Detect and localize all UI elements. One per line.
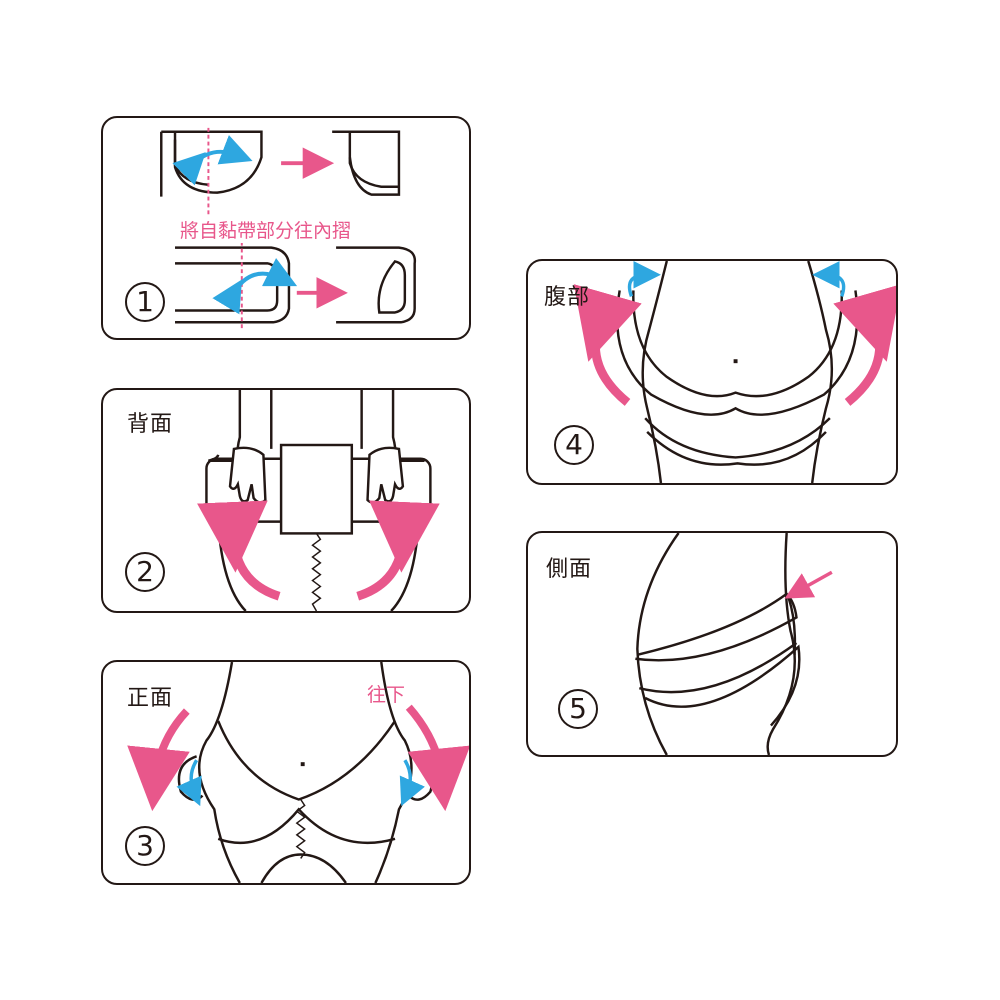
step-3-panel: 正面 往下 3 bbox=[101, 660, 471, 885]
belt-side bbox=[635, 592, 798, 662]
tab-before-bottom bbox=[175, 246, 291, 324]
body-left bbox=[641, 261, 669, 483]
belt-lower bbox=[644, 417, 831, 459]
belt-top bbox=[217, 720, 397, 801]
direction-note: 往下 bbox=[367, 684, 406, 706]
front-view-illustration bbox=[127, 662, 469, 883]
pink-push-arrow-left bbox=[197, 500, 281, 601]
view-label: 背面 bbox=[127, 412, 174, 437]
back-view-illustration bbox=[197, 390, 440, 611]
step-4-panel: 腹部 4 bbox=[526, 259, 898, 485]
view-label: 腹部 bbox=[544, 285, 591, 310]
step-number: 4 bbox=[554, 425, 594, 465]
blue-fold-arrow bbox=[172, 135, 253, 186]
body-right bbox=[807, 261, 833, 483]
side-view-illustration bbox=[635, 533, 833, 755]
blue-fold-arrow-left bbox=[627, 261, 661, 297]
pink-pointer-arrow bbox=[784, 570, 833, 599]
step-2-panel: 背面 2 bbox=[101, 388, 471, 613]
abdomen-view-illustration bbox=[573, 261, 896, 483]
blue-fold-arrow-right bbox=[399, 759, 425, 807]
step-1-panel: 將自黏帶部分往內摺 1 bbox=[101, 116, 471, 340]
left-hand bbox=[228, 446, 267, 504]
pink-down-arrow-right bbox=[405, 704, 469, 812]
step-number: 1 bbox=[125, 282, 165, 322]
zigzag-seam bbox=[295, 799, 306, 859]
body-left bbox=[198, 662, 241, 883]
pink-lift-arrow-left bbox=[573, 284, 642, 406]
blue-fold-arrow-right bbox=[812, 261, 846, 297]
fold-instruction: 將自黏帶部分往內摺 bbox=[178, 216, 354, 243]
view-label: 側面 bbox=[546, 557, 593, 582]
blue-fold-arrow bbox=[212, 257, 298, 315]
step-number: 2 bbox=[125, 552, 165, 592]
tab-before-top bbox=[160, 130, 263, 197]
pink-down-arrow-left bbox=[127, 708, 190, 812]
fold-tab-illustration bbox=[160, 127, 417, 329]
belly-front bbox=[636, 533, 680, 755]
step-number: 3 bbox=[125, 826, 165, 866]
back-curve bbox=[766, 533, 796, 755]
step-5-panel: 側面 5 bbox=[526, 531, 898, 757]
blue-fold-arrow-left bbox=[176, 759, 202, 807]
tab-after-bottom bbox=[336, 246, 417, 324]
view-label: 正面 bbox=[127, 686, 174, 711]
zigzag-seam bbox=[311, 532, 322, 611]
belt-inner bbox=[632, 290, 843, 398]
belt-bottom bbox=[217, 807, 396, 845]
pink-push-arrow-right bbox=[356, 500, 440, 601]
navel bbox=[300, 762, 305, 767]
right-hand bbox=[366, 446, 405, 504]
navel bbox=[733, 359, 738, 364]
pink-lift-arrow-right bbox=[833, 284, 896, 406]
tab-after-top bbox=[332, 130, 401, 196]
back-panel bbox=[279, 443, 354, 535]
step-number: 5 bbox=[558, 689, 598, 729]
belt-outer bbox=[615, 290, 859, 416]
